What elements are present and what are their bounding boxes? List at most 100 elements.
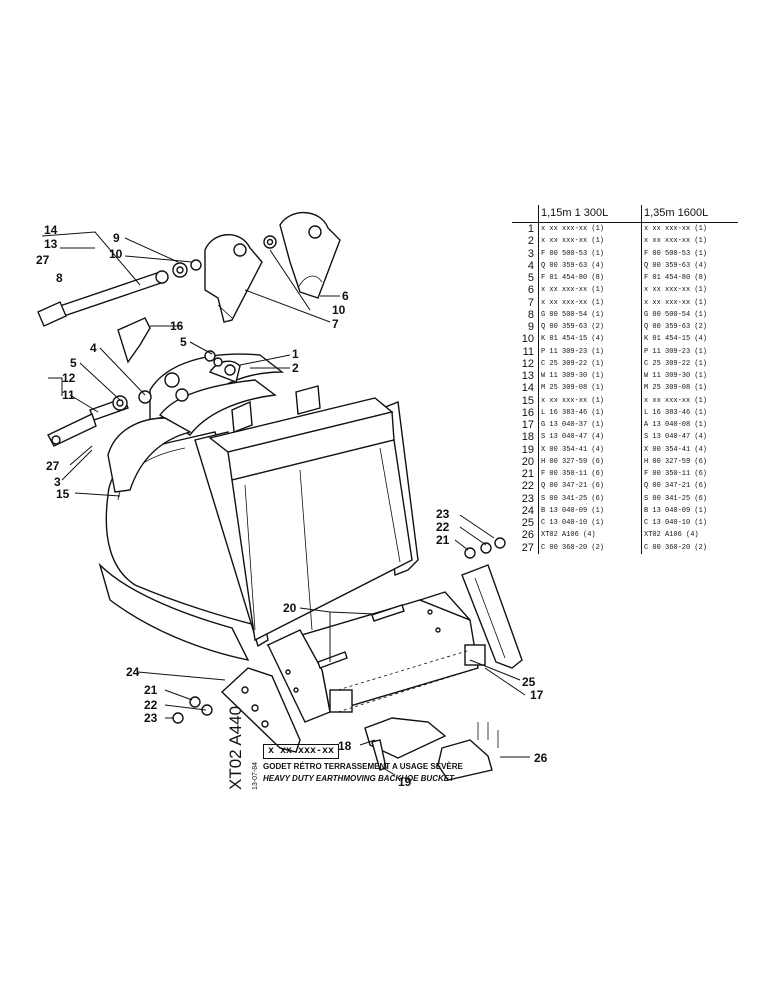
row-index: 19 bbox=[512, 443, 539, 456]
row-index: 22 bbox=[512, 480, 539, 493]
callout-20: 20 bbox=[283, 601, 297, 615]
row-index: 24 bbox=[512, 504, 539, 517]
row-index: 1 bbox=[512, 222, 539, 236]
leader-lines bbox=[41, 231, 530, 776]
cell-col2: B 13 040-09 (1) bbox=[644, 506, 708, 515]
link-plates bbox=[204, 211, 341, 323]
callout-10-left: 10 bbox=[109, 247, 123, 261]
cell-col1: F 00 500-53 (1) bbox=[538, 247, 642, 260]
callout-11: 11 bbox=[62, 388, 75, 402]
cell-col1: C 13 040-10 (1) bbox=[538, 517, 642, 530]
cell-col2: P 11 309-23 (1) bbox=[644, 347, 708, 356]
table-header-col2: 1,35m 1600L bbox=[641, 205, 738, 223]
callout-26: 26 bbox=[534, 751, 548, 765]
cell-col1: K 01 454-15 (4) bbox=[538, 333, 642, 346]
callout-15: 15 bbox=[56, 487, 70, 501]
callout-10-right: 10 bbox=[332, 303, 346, 317]
cell-col2: C 00 360-20 (2) bbox=[644, 543, 708, 552]
callout-23-left: 23 bbox=[144, 711, 158, 725]
document-code: XT02 A440 bbox=[226, 705, 245, 790]
row-index: 9 bbox=[512, 321, 539, 334]
cell-col2: X 00 354-41 (4) bbox=[644, 445, 708, 454]
document-date: 13-07-84 bbox=[252, 761, 259, 790]
cell-col1: X 00 354-41 (4) bbox=[538, 443, 642, 456]
callout-4: 4 bbox=[90, 341, 97, 355]
bolts bbox=[317, 604, 405, 669]
row-index: 11 bbox=[512, 345, 539, 358]
cell-col2: XT02 A106 (4) bbox=[644, 531, 699, 540]
callout-7: 7 bbox=[332, 317, 339, 331]
row-index: 16 bbox=[512, 406, 539, 419]
callout-13: 13 bbox=[44, 237, 58, 251]
cell-col1: x xx xxx-xx (1) bbox=[538, 235, 642, 248]
cell-col1: P 11 309-23 (1) bbox=[538, 345, 642, 358]
nut-sets bbox=[172, 537, 506, 724]
callout-1: 1 bbox=[292, 347, 299, 361]
callout-16: 16 bbox=[170, 319, 184, 333]
cell-col1: x xx xxx-xx (1) bbox=[538, 394, 642, 407]
callout-14: 14 bbox=[44, 223, 58, 237]
cell-col2: H 00 327-59 (6) bbox=[644, 457, 708, 466]
cell-col1: C 25 309-22 (1) bbox=[538, 357, 642, 370]
cell-col1: W 11 309-30 (1) bbox=[538, 370, 642, 383]
row-index: 7 bbox=[512, 296, 539, 309]
cell-col1: G 00 500-54 (1) bbox=[538, 308, 642, 321]
cell-col1: Q 00 347-21 (6) bbox=[538, 480, 642, 493]
cell-col1: XT02 A106 (4) bbox=[538, 529, 642, 542]
cell-col1: B 13 040-09 (1) bbox=[538, 504, 642, 517]
cell-col2: S 00 341-25 (6) bbox=[644, 494, 708, 503]
table-header-row: 1,15m 1 300L 1,35m 1600L bbox=[512, 205, 738, 223]
cell-col2: C 25 309-22 (1) bbox=[644, 359, 708, 368]
callout-9: 9 bbox=[113, 231, 120, 245]
cell-col1: F 00 350-11 (6) bbox=[538, 468, 642, 481]
cell-col2: x xx xxx-xx (1) bbox=[644, 237, 708, 246]
callout-21-left: 21 bbox=[144, 683, 158, 697]
callout-27-lower: 27 bbox=[46, 459, 60, 473]
row-index: 6 bbox=[512, 284, 539, 297]
cell-col1: Q 00 359-63 (2) bbox=[538, 321, 642, 334]
row-index: 21 bbox=[512, 468, 539, 481]
row-index: 15 bbox=[512, 394, 539, 407]
callout-6: 6 bbox=[342, 289, 349, 303]
cell-col2: Q 00 359-63 (2) bbox=[644, 323, 708, 332]
callout-17: 17 bbox=[530, 688, 544, 702]
bucket-shell bbox=[98, 385, 419, 661]
cell-col1: x xx xxx-xx (1) bbox=[538, 296, 642, 309]
callout-2: 2 bbox=[292, 361, 299, 375]
cell-col2: x xx xxx-xx (1) bbox=[644, 298, 708, 307]
small-bracket bbox=[117, 317, 151, 364]
cell-col1: S 00 341-25 (6) bbox=[538, 492, 642, 505]
cell-col1: F 01 454-80 (8) bbox=[538, 272, 642, 285]
cell-col2: x xx xxx-xx (1) bbox=[644, 286, 708, 295]
cell-col1: Q 00 359-63 (4) bbox=[538, 259, 642, 272]
tooth-adapter bbox=[364, 717, 499, 781]
row-index: 25 bbox=[512, 517, 539, 530]
washers bbox=[112, 235, 277, 411]
row-index: 18 bbox=[512, 431, 539, 444]
callout-19: 19 bbox=[398, 775, 412, 789]
